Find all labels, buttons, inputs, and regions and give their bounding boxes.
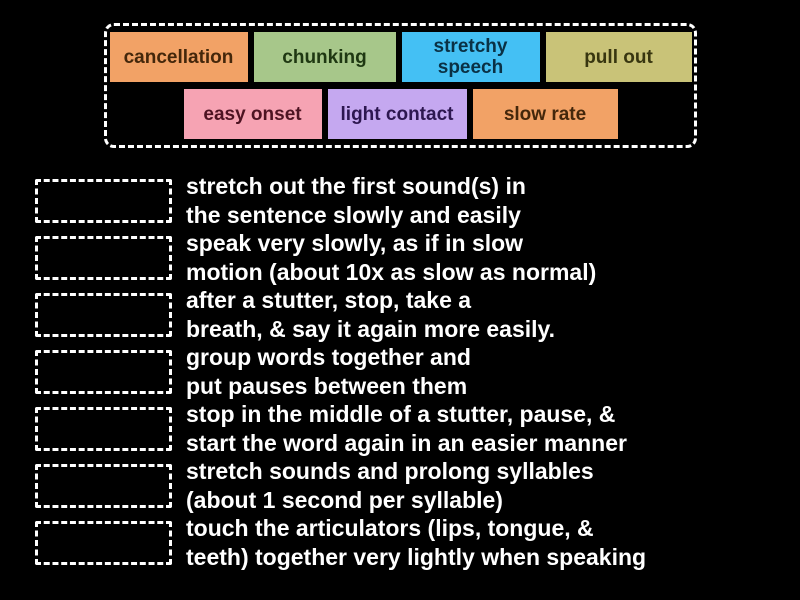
question-line: stop in the middle of a stutter, pause, … xyxy=(186,400,616,427)
question-line: put pauses between them xyxy=(186,372,468,399)
answer-slot-7[interactable] xyxy=(35,520,172,565)
question-line: (about 1 second per syllable) xyxy=(186,486,503,513)
tile-stretchy-speech[interactable]: stretchy speech xyxy=(401,32,540,82)
tile-label: stretchy speech xyxy=(433,36,508,78)
tile-cancellation[interactable]: cancellation xyxy=(109,32,248,82)
tile-easy-onset[interactable]: easy onset xyxy=(183,89,322,139)
word-bank-tray: cancellation chunking stretchy speech pu… xyxy=(104,23,697,148)
question-text: group words together and put pauses betw… xyxy=(186,343,471,401)
question-row: stretch out the first sound(s) in the se… xyxy=(35,172,646,229)
question-row: stop in the middle of a stutter, pause, … xyxy=(35,400,646,457)
question-line: teeth) together very lightly when speaki… xyxy=(186,543,647,570)
tile-label: cancellation xyxy=(123,46,234,68)
question-line: stretch out the first sound(s) in xyxy=(186,172,526,199)
tile-label: pull out xyxy=(584,46,653,68)
tile-light-contact[interactable]: light contact xyxy=(327,89,467,139)
question-row: stretch sounds and prolong syllables (ab… xyxy=(35,457,646,514)
question-line: speak very slowly, as if in slow xyxy=(186,229,524,256)
tile-chunking[interactable]: chunking xyxy=(253,32,396,82)
answer-slot-3[interactable] xyxy=(35,292,172,337)
question-line: group words together and xyxy=(186,343,471,370)
word-bank-row-2: easy onset light contact slow rate xyxy=(183,89,618,139)
question-line: touch the articulators (lips, tongue, & xyxy=(186,514,594,541)
tile-label: easy onset xyxy=(203,103,302,125)
answer-slot-6[interactable] xyxy=(35,463,172,508)
tile-slow-rate[interactable]: slow rate xyxy=(472,89,618,139)
question-text: after a stutter, stop, take a breath, & … xyxy=(186,286,555,344)
question-list: stretch out the first sound(s) in the se… xyxy=(35,172,646,571)
question-text: stretch out the first sound(s) in the se… xyxy=(186,172,526,230)
question-line: after a stutter, stop, take a xyxy=(186,286,472,313)
answer-slot-4[interactable] xyxy=(35,349,172,394)
question-text: stop in the middle of a stutter, pause, … xyxy=(186,400,627,458)
answer-slot-1[interactable] xyxy=(35,178,172,223)
tile-pull-out[interactable]: pull out xyxy=(545,32,692,82)
question-line: stretch sounds and prolong syllables xyxy=(186,457,594,484)
question-row: group words together and put pauses betw… xyxy=(35,343,646,400)
question-line: the sentence slowly and easily xyxy=(186,201,521,228)
question-line: motion (about 10x as slow as normal) xyxy=(186,258,597,285)
question-text: stretch sounds and prolong syllables (ab… xyxy=(186,457,594,515)
question-text: speak very slowly, as if in slow motion … xyxy=(186,229,596,287)
question-row: after a stutter, stop, take a breath, & … xyxy=(35,286,646,343)
tile-label: light contact xyxy=(340,103,454,125)
answer-slot-5[interactable] xyxy=(35,406,172,451)
question-line: breath, & say it again more easily. xyxy=(186,315,555,342)
question-line: start the word again in an easier manner xyxy=(186,429,627,456)
answer-slot-2[interactable] xyxy=(35,235,172,280)
question-row: touch the articulators (lips, tongue, & … xyxy=(35,514,646,571)
question-text: touch the articulators (lips, tongue, & … xyxy=(186,514,646,572)
word-bank-row-1: cancellation chunking stretchy speech pu… xyxy=(109,32,692,82)
tile-label: slow rate xyxy=(503,103,587,125)
question-row: speak very slowly, as if in slow motion … xyxy=(35,229,646,286)
tile-label: chunking xyxy=(282,46,367,68)
